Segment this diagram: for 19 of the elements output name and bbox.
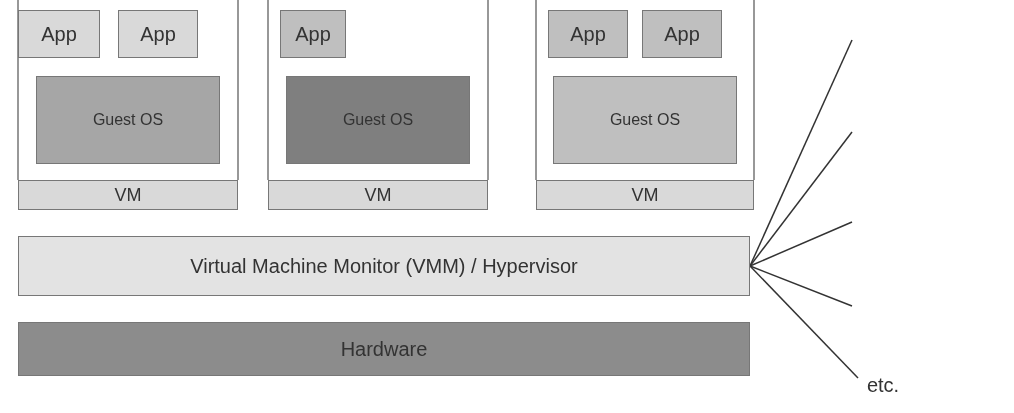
hardware-bar: Hardware (18, 322, 750, 376)
leader-line (749, 131, 853, 267)
hypervisor-bar: Virtual Machine Monitor (VMM) / Hypervisor (18, 236, 750, 296)
leader-line (749, 265, 853, 307)
guest-os-box: Guest OS (553, 76, 737, 164)
app-box: App (548, 10, 628, 58)
guest-os-box: Guest OS (286, 76, 470, 164)
app-box: App (642, 10, 722, 58)
vm-bar: VM (18, 180, 238, 210)
app-box: App (18, 10, 100, 58)
leader-line (749, 221, 853, 267)
leader-line (749, 39, 853, 267)
leader-line (749, 265, 859, 379)
app-box: App (118, 10, 198, 58)
vm-bar: VM (268, 180, 488, 210)
vm-bar: VM (536, 180, 754, 210)
app-box: App (280, 10, 346, 58)
guest-os-box: Guest OS (36, 76, 220, 164)
list-text: etc. (858, 370, 908, 400)
